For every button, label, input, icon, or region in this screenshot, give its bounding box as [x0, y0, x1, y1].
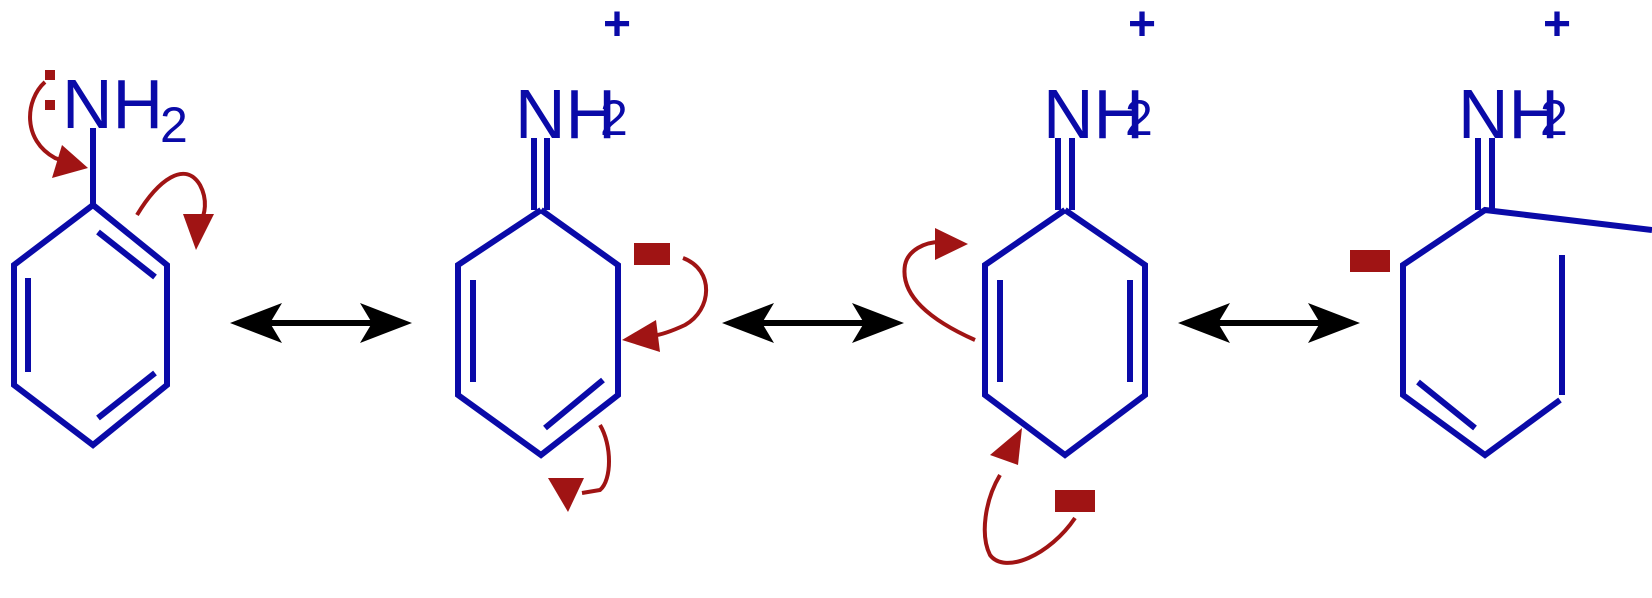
negative-charge: [1350, 250, 1390, 272]
curly-arrow-head: [548, 478, 584, 512]
curly-arrow-lone-pair: [982, 473, 1077, 565]
curly-arrow-head: [990, 428, 1022, 465]
inner-double-bond-1: [96, 229, 157, 280]
inner-double-bond-2: [96, 370, 157, 421]
inner-double-bond-2: [543, 377, 605, 431]
curly-arrow-pi-bond: [135, 171, 207, 224]
structure-aniline: NH 2: [11, 65, 214, 449]
curly-arrow-pi-bond: [902, 240, 976, 342]
positive-charge: +: [603, 0, 631, 51]
curly-arrow-lone-pair: [28, 80, 67, 164]
amine-label: NH: [62, 65, 163, 143]
resonance-arrow: [230, 303, 412, 343]
structure-iminium-para: NH 2 +: [902, 0, 1156, 565]
curly-arrow-head: [52, 145, 88, 178]
curly-arrow-pi-bond: [581, 423, 611, 495]
negative-charge: [1055, 490, 1095, 512]
benzene-ring: [455, 207, 621, 459]
amine-subscript: 2: [160, 97, 188, 153]
amine-label: NH: [1458, 75, 1559, 153]
benzene-ring: [11, 202, 170, 449]
amine-subscript: 2: [1540, 90, 1568, 146]
curly-arrow-head: [935, 228, 968, 260]
negative-charge: [634, 243, 670, 265]
curly-arrow-head: [622, 320, 660, 352]
structure-iminium-ortho-2: NH 2 +: [1350, 0, 1652, 459]
positive-charge: +: [1128, 0, 1156, 51]
lone-pair-dot-top: [45, 70, 55, 80]
curly-arrow-head: [183, 214, 214, 250]
structure-iminium-ortho: NH 2 +: [455, 0, 708, 512]
inner-double-bond-1: [1416, 379, 1477, 431]
resonance-arrow: [1178, 303, 1360, 343]
positive-charge: +: [1543, 0, 1571, 51]
amine-subscript: 2: [1125, 90, 1153, 146]
benzene-ring: [982, 207, 1148, 459]
benzene-ring: [1400, 206, 1652, 459]
resonance-arrow: [722, 303, 904, 343]
amine-subscript: 2: [600, 90, 628, 146]
curly-arrow-lone-pair: [651, 256, 708, 338]
lone-pair-dot-bottom: [45, 100, 55, 110]
